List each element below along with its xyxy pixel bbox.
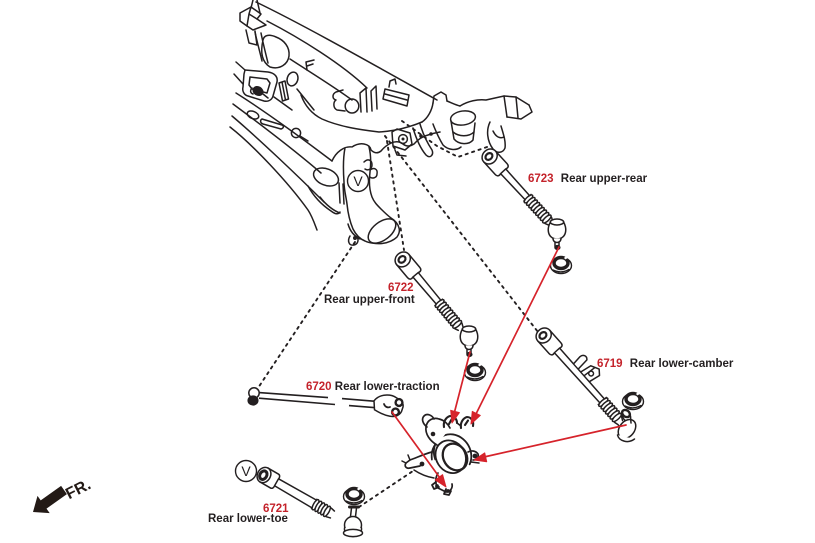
svg-text:V: V bbox=[241, 463, 251, 479]
svg-text:FR.: FR. bbox=[63, 476, 94, 503]
svg-text:V: V bbox=[353, 173, 363, 189]
